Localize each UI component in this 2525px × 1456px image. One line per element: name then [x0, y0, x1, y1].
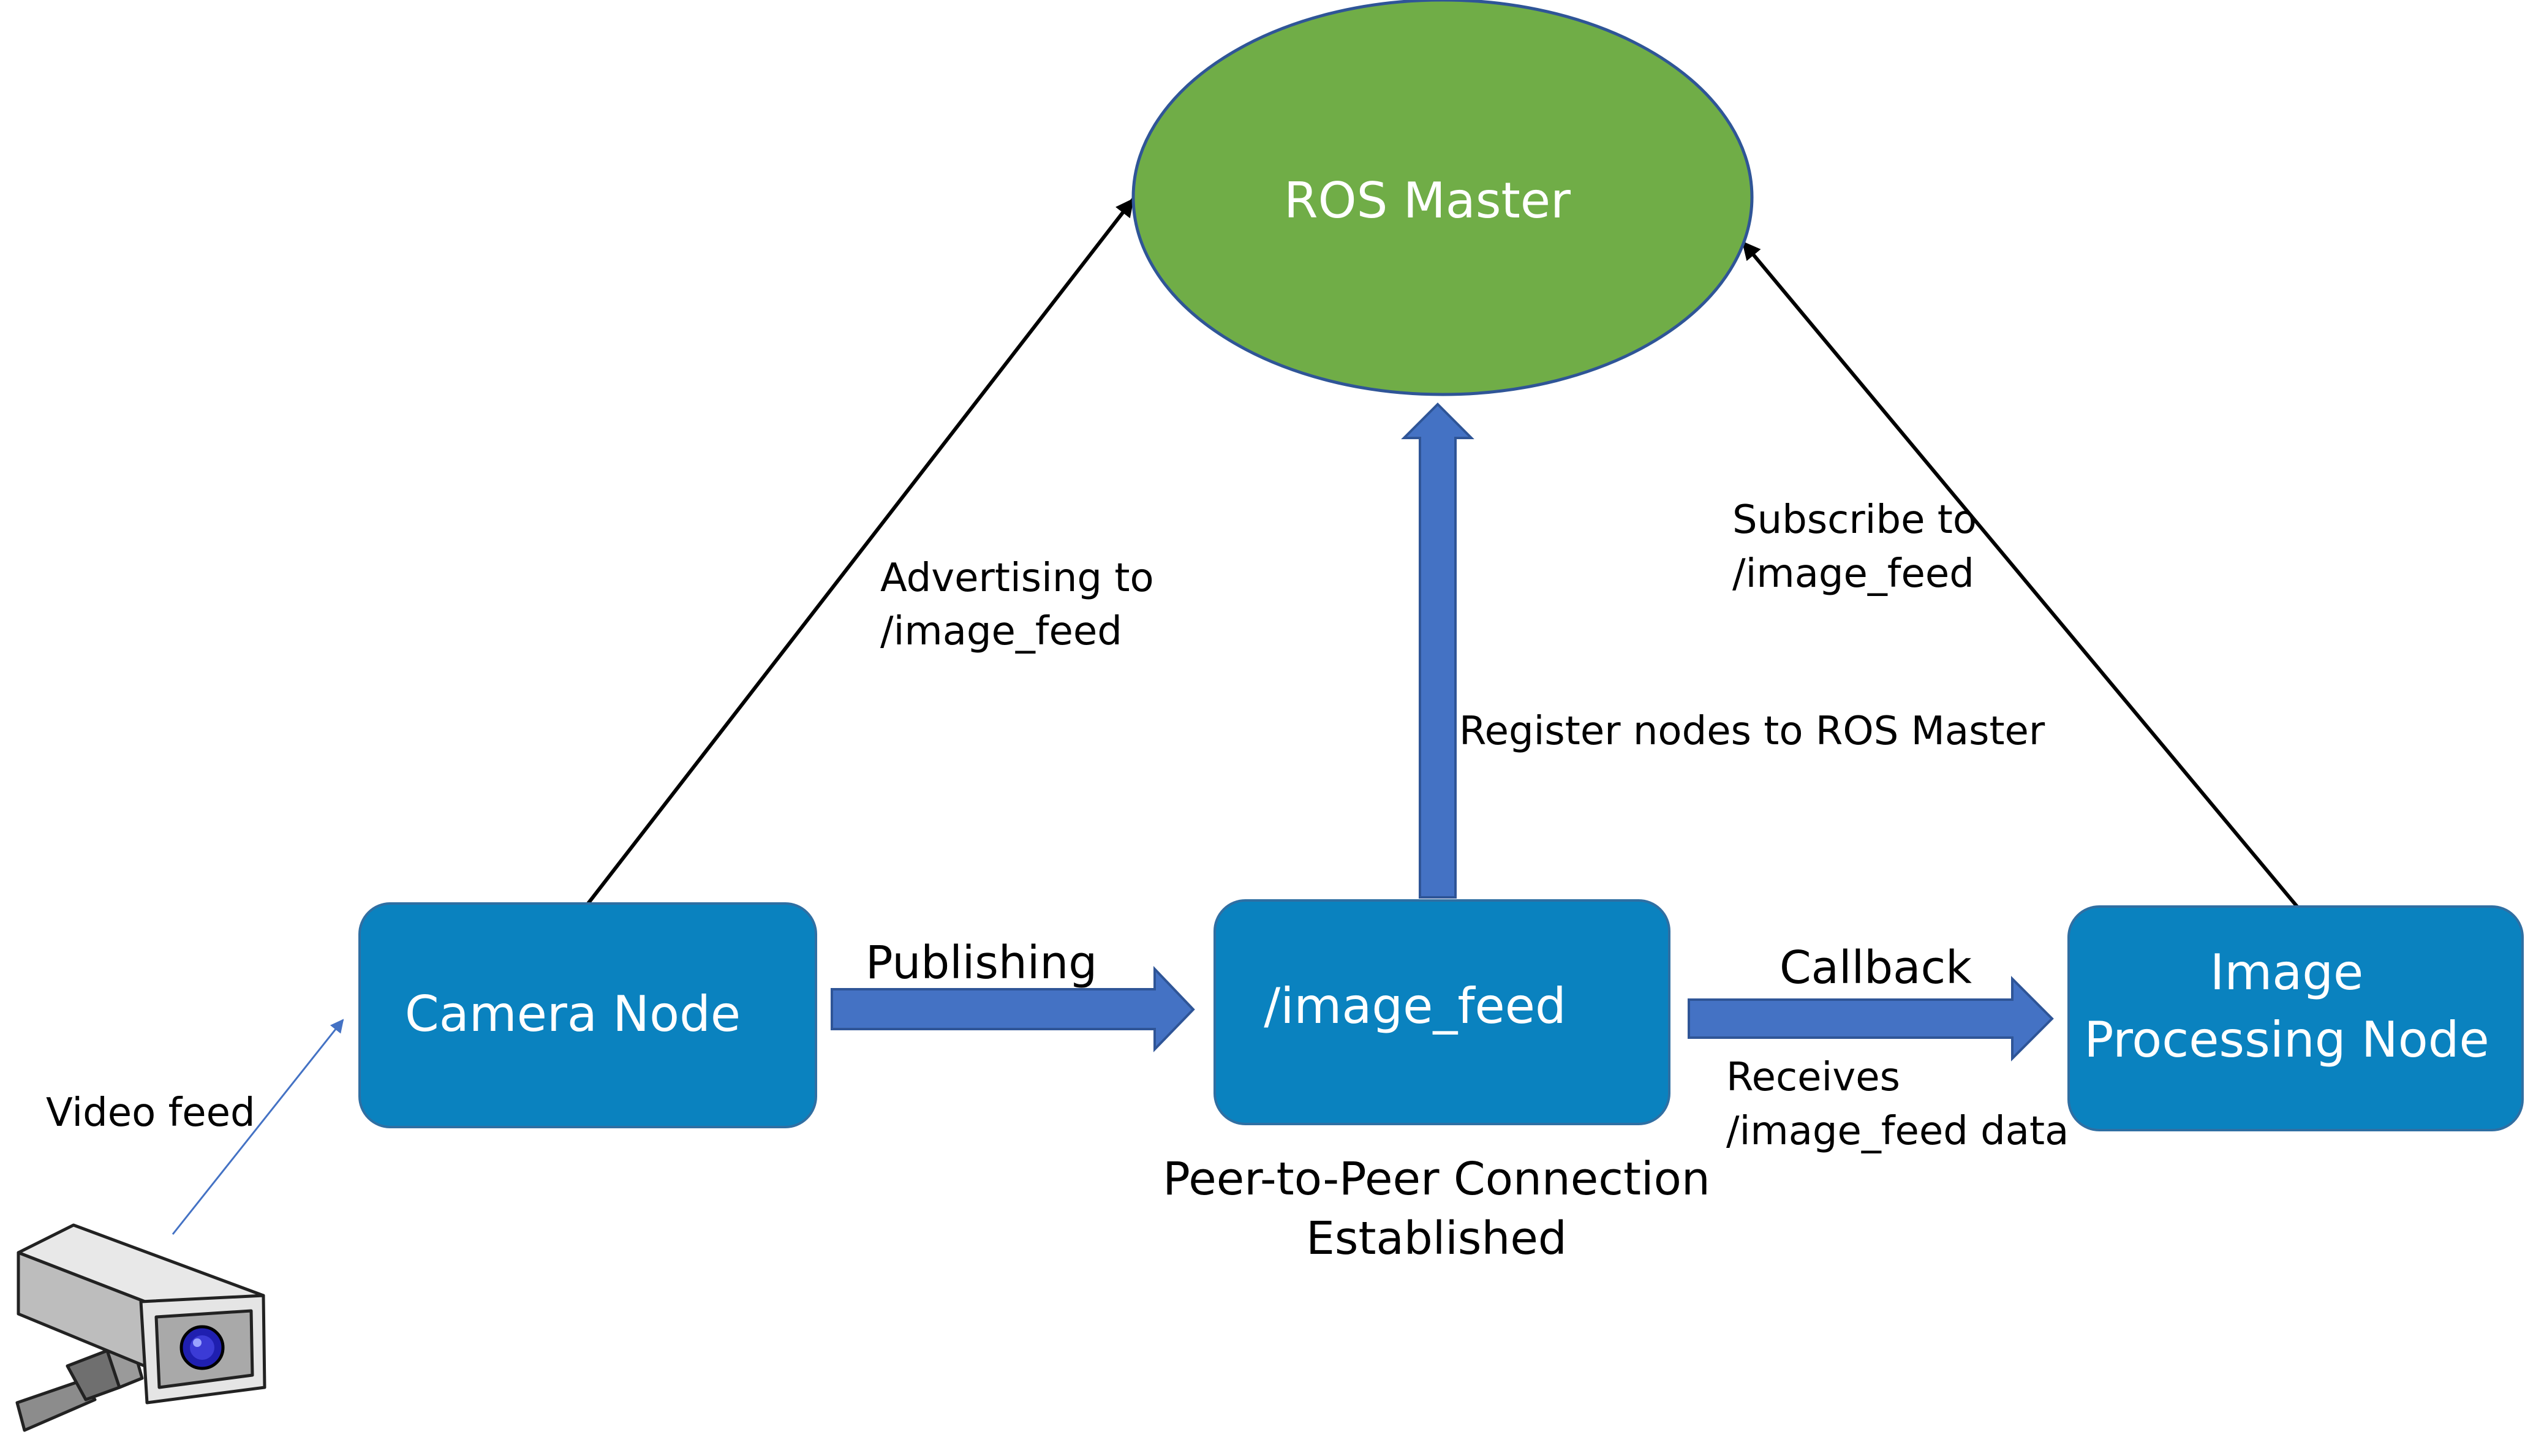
video-feed-label: Video feed [46, 1090, 255, 1136]
camera-node-label: Camera Node [405, 986, 741, 1043]
advertising-label-line2: /image_feed [880, 609, 1122, 654]
receives-label-line2: /image_feed data [1726, 1109, 2069, 1154]
image-processing-label-line2: Processing Node [2084, 1011, 2489, 1068]
ros-master-node[interactable] [1131, 0, 1754, 396]
callback-label: Callback [1780, 941, 1972, 994]
image-processing-label-line1: Image [2210, 944, 2364, 1001]
publishing-block-arrow [831, 966, 1195, 1052]
callback-block-arrow [1688, 976, 2054, 1062]
peer-to-peer-caption-line1: Peer-to-Peer Connection [1163, 1153, 1710, 1205]
subscribe-label-line2: /image_feed [1732, 551, 1974, 597]
advertising-label-line1: Advertising to [880, 556, 1154, 601]
image-feed-node[interactable] [1213, 899, 1670, 1125]
video-feed-arrow [172, 1019, 344, 1235]
peer-to-peer-caption-line2: Established [1306, 1212, 1567, 1265]
publishing-label: Publishing [866, 937, 1097, 989]
register-label: Register nodes to ROS Master [1459, 709, 2045, 754]
security-camera-icon [15, 1223, 266, 1432]
subscribe-arrow [1741, 241, 2299, 908]
subscribe-label-line1: Subscribe to [1732, 497, 1977, 543]
image-processing-node[interactable] [2067, 905, 2524, 1131]
camera-node[interactable] [358, 902, 817, 1128]
ros-master-label: ROS Master [1284, 172, 1571, 229]
image-feed-label: /image_feed [1264, 978, 1566, 1035]
receives-label-line1: Receives [1726, 1055, 1900, 1100]
register-block-arrow [1401, 402, 1474, 899]
advertising-arrow [586, 198, 1135, 905]
